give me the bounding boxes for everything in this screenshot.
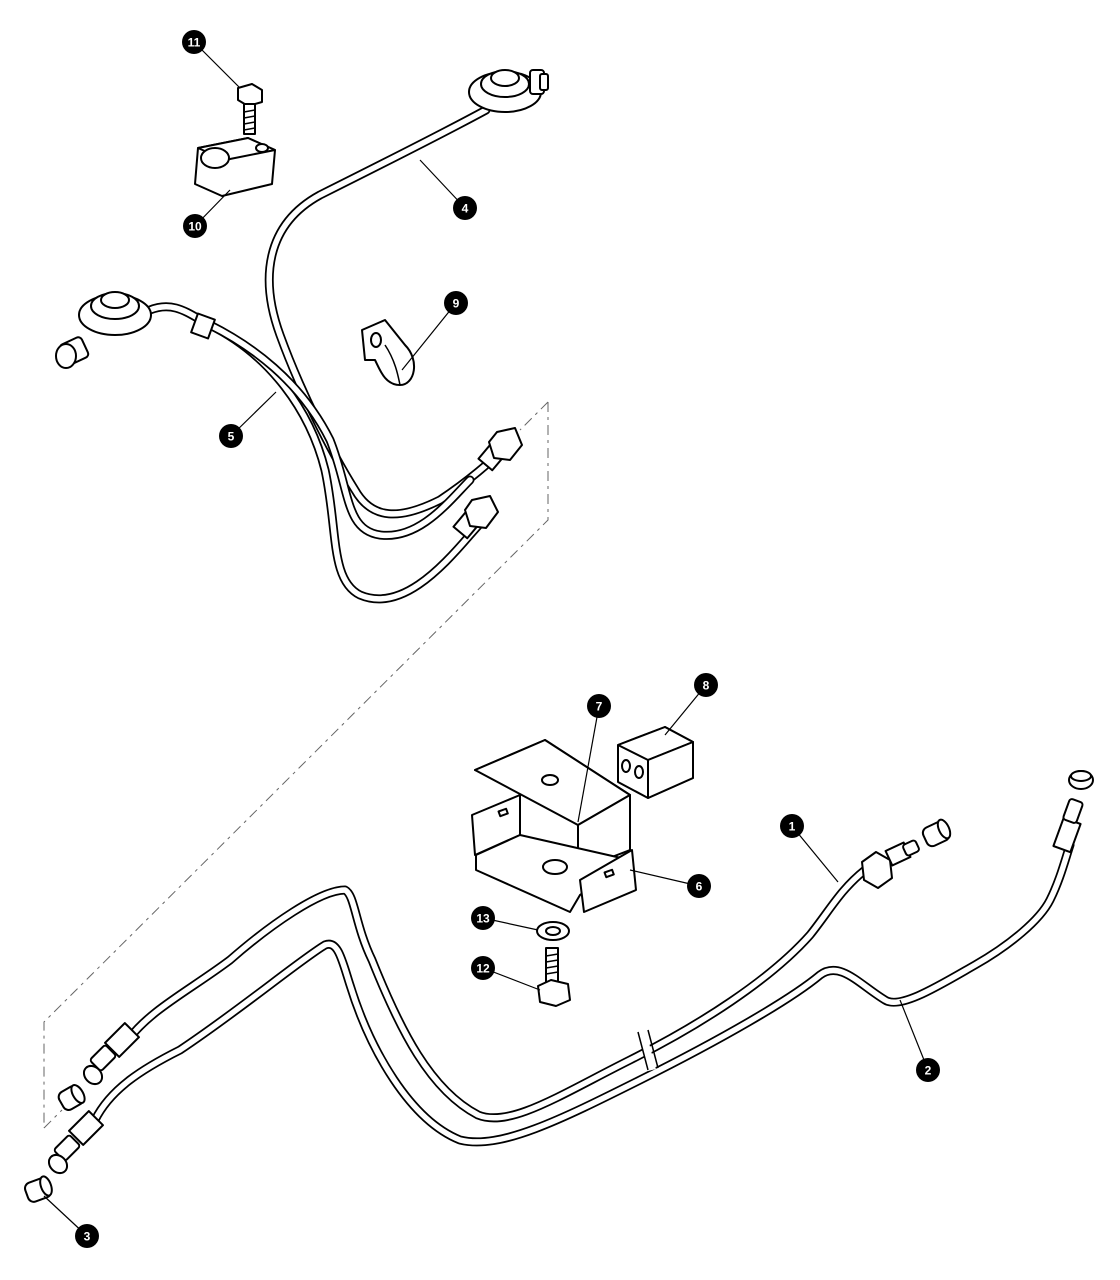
sleeve-3-lower: [23, 1175, 53, 1203]
hose-end-nut-upper: [477, 427, 523, 472]
callout-13: 13: [471, 906, 495, 930]
sleeve-3-upper: [57, 1083, 86, 1111]
callout-marker: [694, 673, 718, 697]
callout-marker: [687, 874, 711, 898]
callout-marker: [453, 196, 477, 220]
callout-number: 11: [188, 36, 201, 50]
callout-5: 5: [219, 424, 243, 448]
callout-9: 9: [444, 291, 468, 315]
callout-number: 4: [462, 202, 469, 216]
bracket-6: [471, 794, 637, 913]
callout-number: 12: [476, 962, 490, 976]
block-8: [617, 726, 694, 799]
hose-lower: [145, 302, 490, 604]
callout-number: 2: [925, 1064, 932, 1078]
callout-6: 6: [687, 874, 711, 898]
callout-number: 10: [188, 220, 202, 234]
callout-8: 8: [694, 673, 718, 697]
callout-marker: [182, 30, 206, 54]
hose-upper: [264, 105, 510, 519]
dashed-guide-lines: [43, 401, 549, 1129]
callout-3: 3: [75, 1224, 99, 1248]
washer-13: [536, 921, 570, 941]
callout-12: 12: [471, 956, 495, 980]
callout-2: 2: [916, 1058, 940, 1082]
brake-pipe-1: [123, 865, 870, 1123]
callout-number: 1: [789, 820, 796, 834]
brake-pipe-2: [90, 840, 1075, 1147]
callout-marker: [471, 906, 495, 930]
callout-marker: [219, 424, 243, 448]
callout-marker: [916, 1058, 940, 1082]
callout-number: 8: [703, 679, 710, 693]
callout-number: 9: [453, 297, 460, 311]
callout-marker: [75, 1224, 99, 1248]
pipe-1-left-fitting: [82, 1022, 140, 1086]
clamp-10: [194, 137, 276, 197]
leader-lines: [43, 41, 929, 1237]
callout-11: 11: [182, 30, 206, 54]
banjo-fitting-left: [55, 291, 152, 369]
callout-number: 6: [696, 880, 703, 894]
pipe-2-right-fitting: [1052, 770, 1094, 854]
callout-7: 7: [587, 694, 611, 718]
callout-number: 7: [596, 700, 603, 714]
callout-marker: [183, 214, 207, 238]
pipe-break-marks: [637, 1029, 659, 1072]
pipe-1-right-fitting: [861, 839, 920, 889]
callout-marker: [587, 694, 611, 718]
callout-marker: [780, 814, 804, 838]
callout-1: 1: [780, 814, 804, 838]
callout-4: 4: [453, 196, 477, 220]
p-clip-9: [361, 319, 415, 386]
hose-end-nut-lower: [452, 495, 499, 540]
callout-marker: [471, 956, 495, 980]
bolt-12: [537, 947, 571, 1007]
callout-number: 5: [228, 430, 235, 444]
pipe-1-sleeve: [921, 818, 952, 848]
bolt-11: [237, 83, 263, 135]
callout-number: 13: [476, 912, 490, 926]
callout-10: 10: [183, 214, 207, 238]
pipe-2-left-fitting: [47, 1110, 104, 1175]
callout-number: 3: [84, 1230, 91, 1244]
banjo-fitting-top: [468, 69, 549, 113]
callout-marker: [444, 291, 468, 315]
